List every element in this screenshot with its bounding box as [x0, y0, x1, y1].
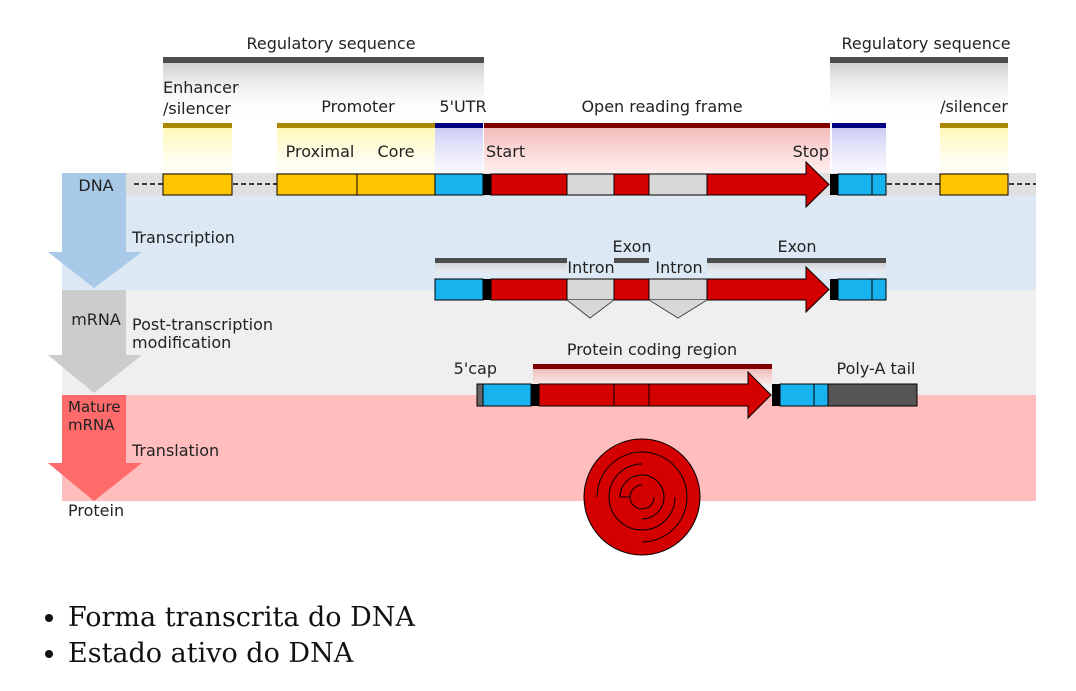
start-codon: [483, 174, 491, 195]
cap5-box: [476, 383, 484, 407]
orf-label: Open reading frame: [581, 97, 742, 116]
intron-label-left: Intron: [567, 258, 614, 277]
utr3-box: [837, 173, 887, 196]
protein-coding-label: Protein coding region: [567, 340, 737, 359]
exon-label-left: Exon: [612, 237, 651, 256]
answer-option[interactable]: Estado ativo do DNA: [68, 636, 415, 672]
silencer-label-right: /silencer: [940, 97, 1008, 116]
polya-label: Poly-A tail: [837, 359, 916, 378]
splice-loop-1: [566, 299, 615, 319]
enhancer-label-line1: Enhancer: [163, 78, 239, 97]
regulatory-bar-right: [830, 57, 1008, 63]
dna-label: DNA: [78, 176, 113, 195]
answer-option[interactable]: Forma transcrita do DNA: [68, 600, 415, 636]
mature-mrna-label-line2: mRNA: [68, 416, 115, 434]
mrna-label: mRNA: [71, 310, 121, 329]
coding-region-shade: [533, 369, 772, 384]
protein-label: Protein: [68, 501, 124, 520]
stop-codon: [830, 174, 838, 195]
post-transcription-label-line2: modification: [132, 333, 231, 352]
transcription-arrow: [48, 173, 142, 288]
post-transcription-label-line1: Post-transcription: [132, 315, 273, 334]
regulatory-shade-left: [163, 63, 484, 119]
regulatory-label-right: Regulatory sequence: [841, 34, 1010, 53]
intron-box-2: [648, 173, 708, 196]
regulatory-label-left: Regulatory sequence: [246, 34, 415, 53]
mature-stop: [772, 384, 780, 406]
proximal-box: [276, 173, 358, 196]
orf-bar: [484, 123, 830, 128]
mature-utr3-box: [779, 383, 829, 407]
mature-mrna-label-line1: Mature: [68, 398, 121, 416]
core-label: Core: [377, 142, 414, 161]
core-box: [356, 173, 436, 196]
protein-icon: [583, 438, 701, 556]
enhancer-label-line2: /silencer: [163, 99, 231, 118]
gene-expression-diagram: Regulatory sequence Regulatory sequence …: [48, 34, 1036, 556]
exon-shade-right: [707, 263, 886, 278]
polya-tail-box: [827, 383, 918, 407]
utr3-shade: [832, 128, 886, 173]
mature-utr5-box: [482, 383, 532, 407]
promoter-shade: [277, 128, 435, 173]
proximal-label: Proximal: [286, 142, 355, 161]
coding-region-bar: [533, 364, 772, 369]
translation-band: [62, 395, 1036, 501]
utr5-bar: [435, 123, 483, 128]
exon-bar-right: [707, 258, 886, 263]
silencer-box: [939, 173, 1009, 196]
start-label: Start: [486, 142, 525, 161]
orf-arrow-mature: [538, 370, 772, 420]
translation-label: Translation: [131, 441, 219, 460]
regulatory-bar-left: [163, 57, 484, 63]
promoter-label: Promoter: [321, 97, 395, 116]
utr5-box: [434, 173, 484, 196]
utr5-shade: [435, 128, 483, 173]
premrna-bar-left: [435, 258, 567, 263]
silencer-bar-right: [940, 123, 1008, 128]
enhancer-box: [162, 173, 233, 196]
answer-options-list: Forma transcrita do DNA Estado ativo do …: [40, 600, 415, 672]
premrna-utr3-box: [837, 278, 887, 301]
exon-label-right: Exon: [777, 237, 816, 256]
splice-loop-2: [648, 299, 708, 319]
intron-box-1: [566, 173, 615, 196]
mature-start: [531, 384, 539, 406]
regulatory-shade-right: [830, 63, 1008, 119]
enhancer-shade-left: [163, 128, 232, 173]
utr3-bar: [832, 123, 886, 128]
orf-shade: [484, 128, 830, 173]
promoter-bar: [277, 123, 435, 128]
translation-arrow: [48, 395, 142, 501]
premrna-utr5-box: [434, 278, 484, 301]
enhancer-bar-left: [163, 123, 232, 128]
premrna-stop: [830, 279, 838, 300]
silencer-shade-right: [940, 128, 1008, 173]
premrna-intron-2: [648, 278, 708, 301]
stop-label: Stop: [793, 142, 829, 161]
intron-label-right: Intron: [655, 258, 702, 277]
cap5-label: 5'cap: [454, 359, 497, 378]
modification-arrow: [48, 290, 142, 393]
premrna-shade-left: [435, 263, 567, 278]
utr5-label: 5'UTR: [439, 97, 486, 116]
premrna-intron-1: [566, 278, 615, 301]
premrna-start: [483, 279, 491, 300]
exon-bar-middle: [614, 258, 649, 263]
transcription-label: Transcription: [131, 228, 235, 247]
